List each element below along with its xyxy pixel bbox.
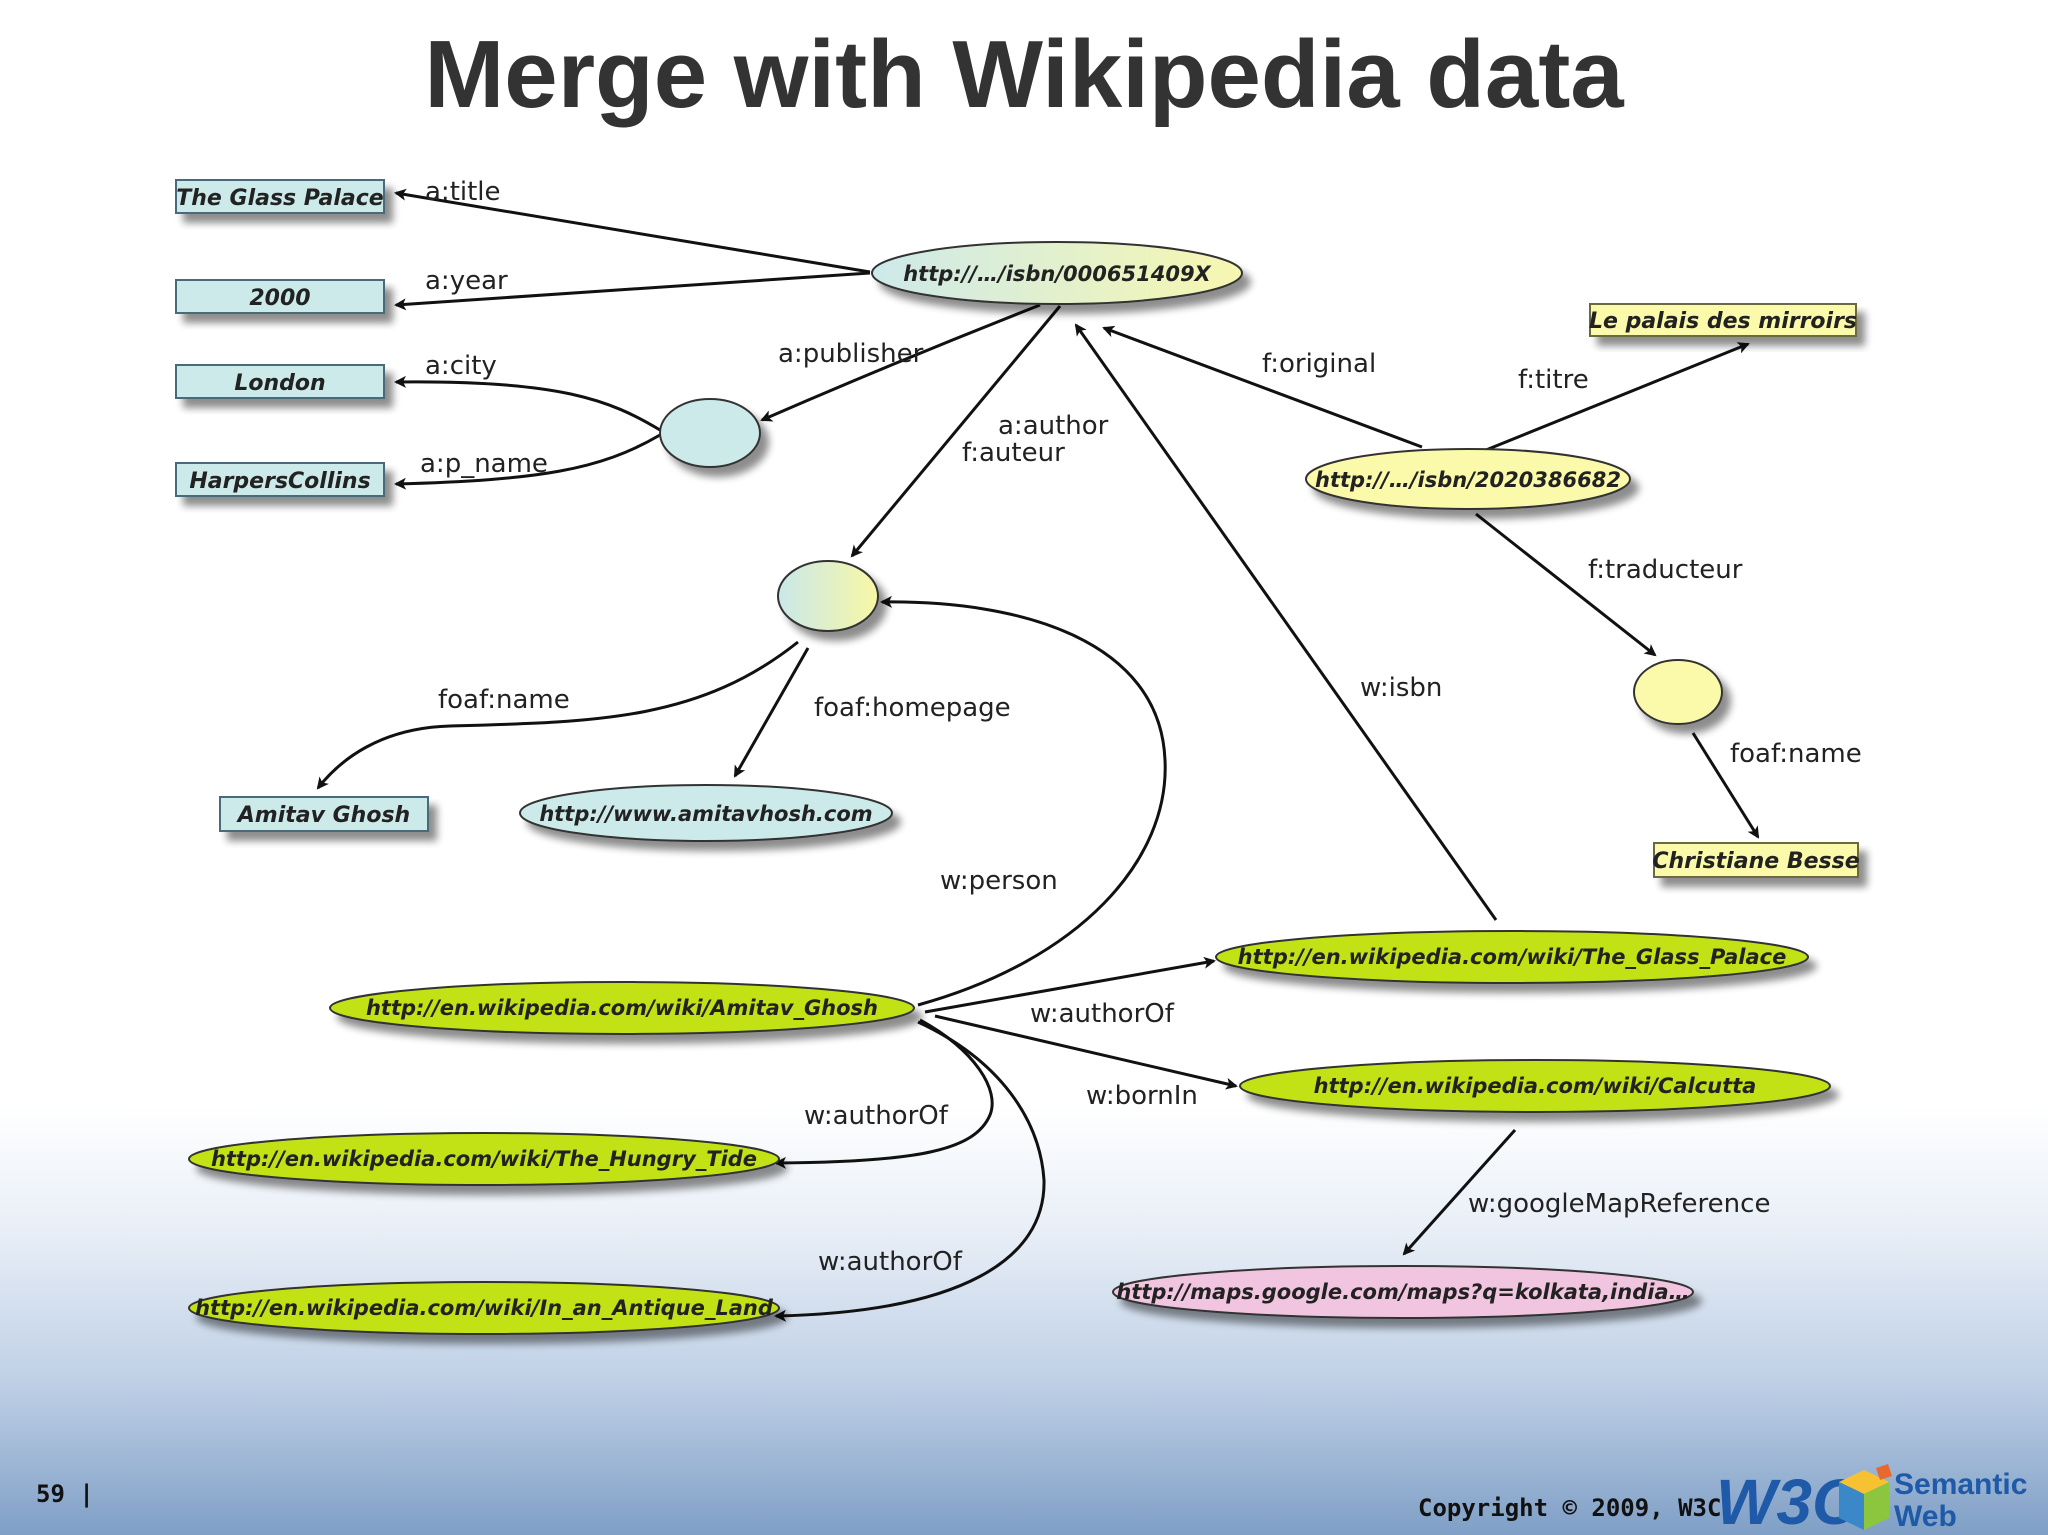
edge-w-authorOf-2 bbox=[774, 1018, 994, 1169]
literal-harperscollins: HarpersCollins bbox=[175, 462, 385, 497]
node-isbn-2020386682-text: http://…/isbn/2020386682 bbox=[1315, 468, 1621, 492]
edge-f-titre bbox=[1485, 342, 1750, 452]
literal-le-palais-des-mirroirs: Le palais des mirroirs bbox=[1589, 303, 1857, 337]
label-a-author: a:author bbox=[998, 411, 1109, 441]
literal-amitav-ghosh-text: Amitav Ghosh bbox=[236, 803, 410, 828]
label-a-year: a:year bbox=[425, 266, 508, 296]
w3c-semantic-web-logo: W3C Semantic Web bbox=[1716, 1464, 2027, 1535]
label-w-person: w:person bbox=[940, 866, 1058, 896]
semantic-web-cube-icon bbox=[1839, 1464, 1892, 1530]
node-wiki-in-an-antique-land: http://en.wikipedia.com/wiki/In_an_Antiq… bbox=[188, 1281, 780, 1335]
edge-foaf-name-2 bbox=[1691, 732, 1760, 839]
node-wiki-the-hungry-tide-text: http://en.wikipedia.com/wiki/The_Hungry_… bbox=[211, 1147, 757, 1171]
edge-a-author bbox=[850, 305, 1062, 558]
label-w-authorOf-1: w:authorOf bbox=[1030, 999, 1175, 1029]
blank-nodes bbox=[659, 398, 1723, 725]
literal-the-glass-palace: The Glass Palace bbox=[175, 179, 385, 214]
blank-node-publisher bbox=[659, 398, 761, 468]
edge-labels: a:title a:year a:city a:p_name a:publish… bbox=[420, 177, 1862, 1277]
w3c-logo-text: W3C bbox=[1716, 1466, 1859, 1535]
label-foaf-name-2: foaf:name bbox=[1730, 739, 1862, 769]
literal-2000-text: 2000 bbox=[249, 286, 310, 311]
label-f-original: f:original bbox=[1262, 349, 1376, 379]
label-foaf-homepage: foaf:homepage bbox=[814, 693, 1011, 723]
node-homepage-text: http://www.amitavhosh.com bbox=[539, 802, 872, 826]
node-wiki-amitav-ghosh-text: http://en.wikipedia.com/wiki/Amitav_Ghos… bbox=[366, 996, 878, 1020]
label-w-isbn: w:isbn bbox=[1360, 673, 1442, 703]
edge-w-googleMapReference bbox=[1402, 1128, 1517, 1256]
label-a-title: a:title bbox=[425, 177, 501, 207]
edge-w-authorOf-1 bbox=[924, 956, 1216, 1014]
edge-w-authorOf-3 bbox=[774, 1020, 1046, 1322]
node-wiki-the-hungry-tide: http://en.wikipedia.com/wiki/The_Hungry_… bbox=[188, 1132, 780, 1186]
blank-node-translator bbox=[1633, 659, 1723, 725]
label-f-auteur: f:auteur bbox=[962, 438, 1065, 468]
node-google-maps-text: http://maps.google.com/maps?q=kolkata,in… bbox=[1116, 1280, 1689, 1304]
edge-a-p-name bbox=[394, 433, 661, 490]
label-w-bornIn: w:bornIn bbox=[1086, 1081, 1198, 1111]
edge-foaf-homepage bbox=[733, 647, 810, 778]
node-wiki-in-an-antique-land-text: http://en.wikipedia.com/wiki/In_an_Antiq… bbox=[195, 1296, 774, 1320]
label-f-traducteur: f:traducteur bbox=[1588, 555, 1743, 585]
literal-le-palais-text: Le palais des mirroirs bbox=[1589, 309, 1857, 334]
edge-a-year bbox=[394, 271, 871, 311]
label-a-p-name: a:p_name bbox=[420, 449, 548, 479]
node-wiki-calcutta: http://en.wikipedia.com/wiki/Calcutta bbox=[1239, 1059, 1831, 1113]
literal-amitav-ghosh: Amitav Ghosh bbox=[219, 796, 429, 832]
copyright-notice: Copyright © 2009, W3C bbox=[1418, 1494, 1722, 1522]
label-a-publisher: a:publisher bbox=[778, 339, 924, 369]
semantic-logo-text: Semantic bbox=[1894, 1468, 2027, 1501]
edge-foaf-name-1 bbox=[316, 640, 799, 790]
node-isbn-000651409x: http://…/isbn/000651409X bbox=[871, 241, 1243, 305]
literal-christiane-besse: Christiane Besse bbox=[1652, 842, 1860, 878]
node-homepage: http://www.amitavhosh.com bbox=[519, 784, 893, 842]
literal-harperscollins-text: HarpersCollins bbox=[189, 469, 370, 494]
slide-title: Merge with Wikipedia data bbox=[424, 21, 1624, 128]
literal-the-glass-palace-text: The Glass Palace bbox=[176, 186, 384, 211]
edge-f-traducteur bbox=[1475, 512, 1657, 657]
literal-christiane-besse-text: Christiane Besse bbox=[1652, 849, 1859, 874]
node-google-maps: http://maps.google.com/maps?q=kolkata,in… bbox=[1112, 1265, 1694, 1319]
label-foaf-name-1: foaf:name bbox=[438, 685, 570, 715]
slide-number: 59 | bbox=[36, 1480, 94, 1508]
edge-a-title bbox=[394, 188, 871, 274]
uri-nodes: http://…/isbn/000651409X http://…/isbn/2… bbox=[188, 241, 1831, 1335]
node-wiki-the-glass-palace-text: http://en.wikipedia.com/wiki/The_Glass_P… bbox=[1238, 945, 1787, 969]
edge-w-bornIn bbox=[934, 1014, 1238, 1090]
edges bbox=[316, 188, 1760, 1322]
label-f-titre: f:titre bbox=[1518, 365, 1589, 395]
blank-node-author bbox=[777, 560, 879, 632]
web-logo-text: Web bbox=[1894, 1500, 1957, 1533]
label-a-city: a:city bbox=[425, 351, 497, 381]
edge-a-city bbox=[394, 375, 661, 432]
node-isbn-000651409x-text: http://…/isbn/000651409X bbox=[903, 262, 1212, 286]
label-w-authorOf-2: w:authorOf bbox=[804, 1101, 949, 1131]
literal-london-text: London bbox=[234, 371, 325, 396]
node-wiki-the-glass-palace: http://en.wikipedia.com/wiki/The_Glass_P… bbox=[1215, 930, 1809, 984]
edge-f-original bbox=[1102, 325, 1423, 449]
node-wiki-calcutta-text: http://en.wikipedia.com/wiki/Calcutta bbox=[1314, 1074, 1757, 1098]
label-w-authorOf-3: w:authorOf bbox=[818, 1247, 963, 1277]
literal-nodes: The Glass Palace 2000 London HarpersColl… bbox=[175, 179, 1860, 878]
label-w-googleMapReference: w:googleMapReference bbox=[1468, 1189, 1770, 1219]
edge-w-person bbox=[880, 595, 1167, 1007]
node-isbn-2020386682: http://…/isbn/2020386682 bbox=[1305, 448, 1631, 510]
literal-2000: 2000 bbox=[175, 279, 385, 314]
node-wiki-amitav-ghosh: http://en.wikipedia.com/wiki/Amitav_Ghos… bbox=[329, 981, 915, 1035]
edge-w-isbn bbox=[1074, 323, 1498, 921]
literal-london: London bbox=[175, 364, 385, 399]
edge-a-publisher bbox=[760, 303, 1041, 422]
